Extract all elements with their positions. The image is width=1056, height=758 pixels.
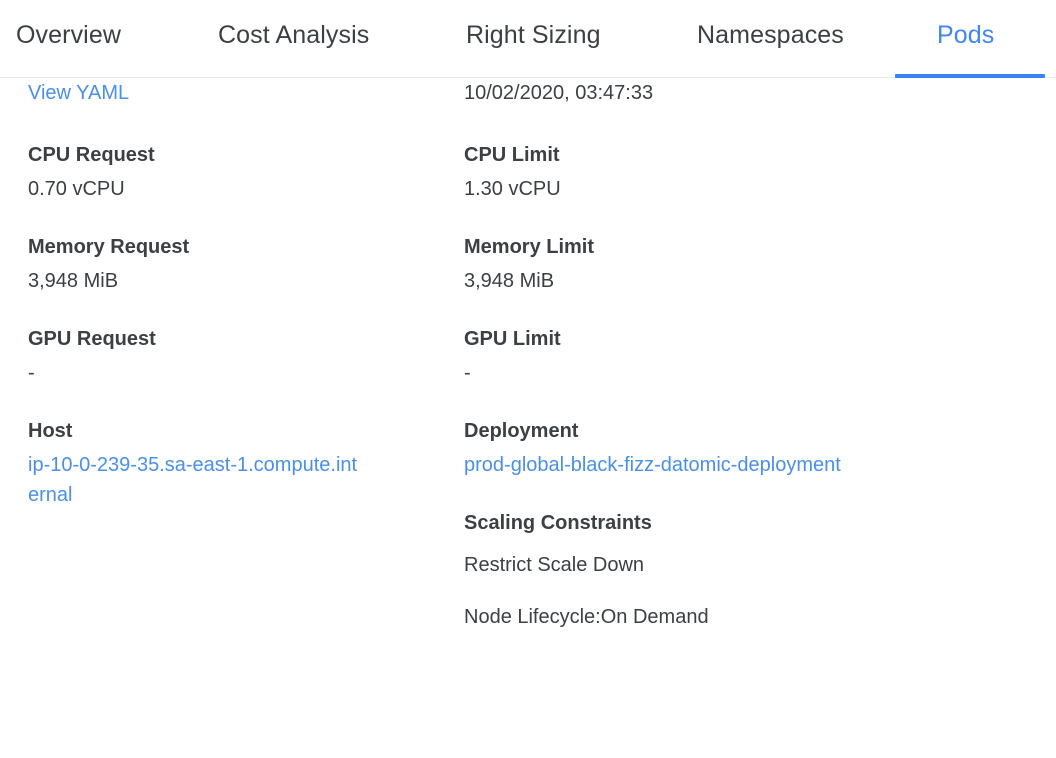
field-memory-request: Memory Request 3,948 MiB: [28, 232, 368, 296]
field-value-cpu-request: 0.70 vCPU: [28, 178, 125, 200]
field-value-gpu-request: -: [28, 362, 35, 384]
tab-bar: Overview Cost Analysis Right Sizing Name…: [0, 0, 1056, 78]
view-yaml-link[interactable]: View YAML: [28, 82, 130, 104]
field-label-memory-limit: Memory Limit: [464, 236, 595, 258]
field-label-memory-request: Memory Request: [28, 236, 190, 258]
field-value-gpu-limit: -: [464, 362, 471, 384]
field-host: Host ip-10-0-239-35.sa-east-1.compute.in…: [28, 416, 368, 510]
field-scaling-constraints: Scaling Constraints Restrict Scale Down …: [464, 508, 864, 632]
field-value-host-link[interactable]: ip-10-0-239-35.sa-east-1.compute.interna…: [28, 454, 358, 506]
field-cpu-limit: CPU Limit 1.30 vCPU: [464, 140, 864, 204]
pod-timestamp: 10/02/2020, 03:47:33: [464, 82, 654, 104]
field-gpu-request: GPU Request -: [28, 324, 368, 388]
field-cpu-request: CPU Request 0.70 vCPU: [28, 140, 368, 204]
tab-namespaces[interactable]: Namespaces: [697, 21, 844, 49]
view-yaml-row: View YAML: [28, 78, 368, 108]
field-value-deployment-link[interactable]: prod-global-black-fizz-datomic-deploymen…: [464, 454, 841, 476]
active-tab-indicator: [895, 74, 1045, 78]
detail-column-left: View YAML CPU Request 0.70 vCPU Memory R…: [28, 78, 368, 510]
field-gpu-limit: GPU Limit -: [464, 324, 864, 388]
tab-cost-analysis[interactable]: Cost Analysis: [218, 21, 370, 49]
scaling-constraint-item: Restrict Scale Down: [464, 554, 645, 576]
field-deployment: Deployment prod-global-black-fizz-datomi…: [464, 416, 864, 480]
field-value-memory-limit: 3,948 MiB: [464, 270, 555, 292]
detail-column-right: 10/02/2020, 03:47:33 CPU Limit 1.30 vCPU…: [464, 78, 864, 632]
field-value-cpu-limit: 1.30 vCPU: [464, 178, 561, 200]
field-memory-limit: Memory Limit 3,948 MiB: [464, 232, 864, 296]
field-label-cpu-request: CPU Request: [28, 144, 155, 166]
field-label-gpu-limit: GPU Limit: [464, 328, 561, 350]
field-label-scaling-constraints: Scaling Constraints: [464, 512, 652, 534]
tab-overview[interactable]: Overview: [16, 21, 121, 49]
tab-right-sizing[interactable]: Right Sizing: [466, 21, 601, 49]
field-value-memory-request: 3,948 MiB: [28, 270, 119, 292]
field-label-deployment: Deployment: [464, 420, 579, 442]
timestamp-row: 10/02/2020, 03:47:33: [464, 78, 864, 108]
field-label-gpu-request: GPU Request: [28, 328, 156, 350]
field-label-host: Host: [28, 420, 73, 442]
field-label-cpu-limit: CPU Limit: [464, 144, 560, 166]
tab-pods[interactable]: Pods: [937, 21, 995, 49]
scaling-constraint-item: Node Lifecycle:On Demand: [464, 606, 709, 628]
